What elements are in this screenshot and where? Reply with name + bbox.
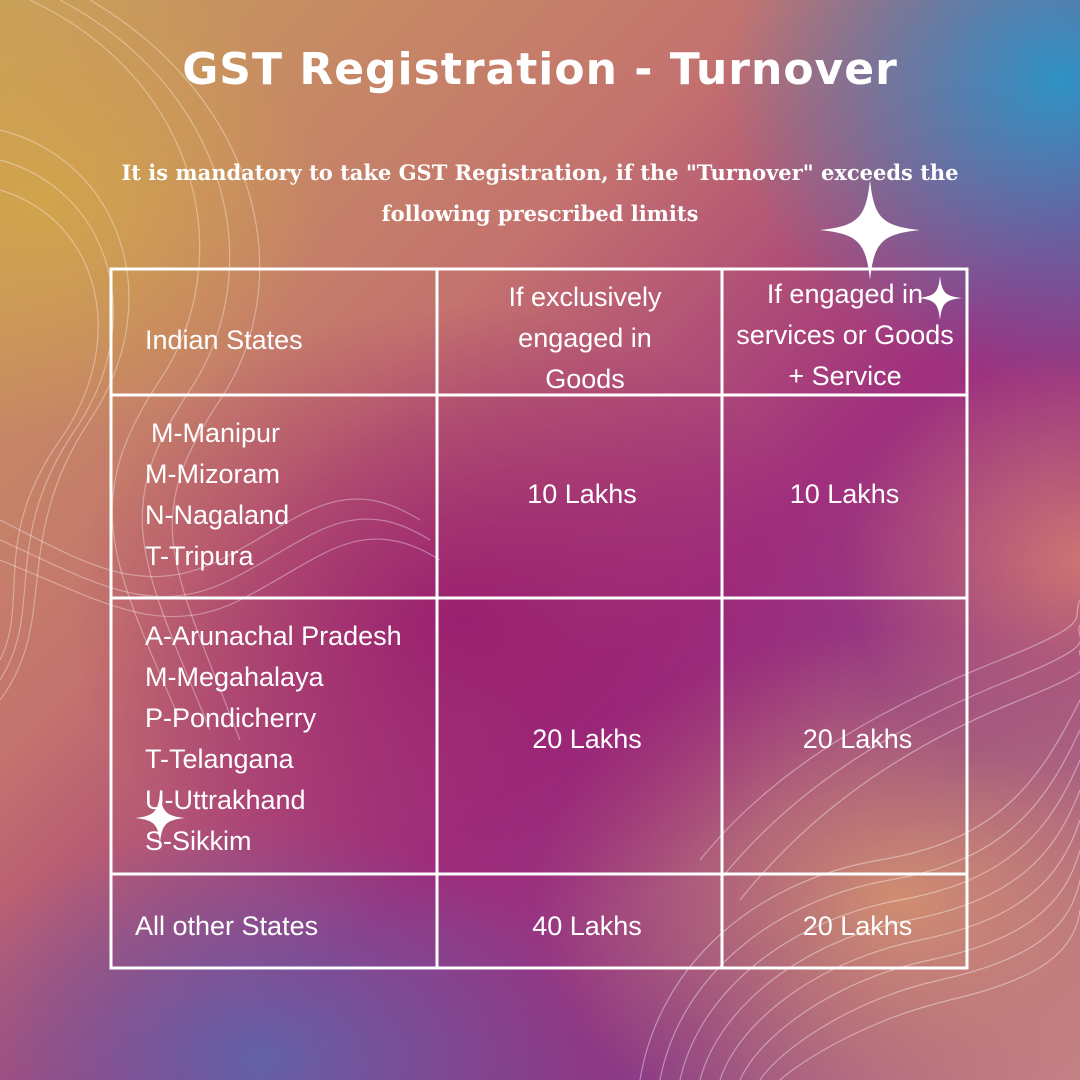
header-line: If exclusively [508, 282, 662, 312]
header-line: + Service [788, 361, 902, 391]
header-indian-states: Indian States [145, 325, 303, 355]
state-name: M-Manipur [151, 418, 281, 448]
sparkle-icon [135, 793, 185, 843]
header-exclusively-goods: If exclusively engaged in Goods [440, 277, 730, 400]
row-2-services-limit: 20 Lakhs [802, 724, 913, 754]
state-name: U-Uttrakhand [145, 785, 306, 815]
header-line: engaged in [518, 323, 652, 353]
sparkle-icon [820, 180, 920, 280]
row-3-states: All other States [135, 911, 319, 941]
page-subtitle: It is mandatory to take GST Registration… [121, 160, 959, 226]
state-name: S-Sikkim [145, 826, 252, 856]
row-2-goods-limit: 20 Lakhs [532, 724, 642, 754]
state-name: A-Arunachal Pradesh [145, 621, 402, 651]
row-2-states: A-Arunachal Pradesh M-Megahalaya P-Pondi… [145, 616, 435, 862]
row-1-services-limit: 10 Lakhs [789, 479, 900, 509]
row-3-goods-limit: 40 Lakhs [532, 911, 642, 941]
state-name: M-Megahalaya [145, 662, 324, 692]
row-3-services-limit: 20 Lakhs [802, 911, 913, 941]
sparkle-icon [918, 276, 962, 320]
page-title: GST Registration - Turnover [182, 44, 898, 95]
state-name: M-Mizoram [145, 459, 280, 489]
header-line: Goods [545, 364, 625, 394]
state-name: N-Nagaland [145, 500, 290, 530]
header-line: services or Goods [736, 320, 954, 350]
header-line: If engaged in [766, 279, 924, 309]
state-name: P-Pondicherry [145, 703, 317, 733]
header-services-or-goods: If engaged in services or Goods + Servic… [724, 274, 966, 397]
row-1-states: M-Manipur M-Mizoram N-Nagaland T-Tripura [145, 413, 435, 577]
state-name: T-Telangana [145, 744, 294, 774]
state-name: T-Tripura [145, 541, 254, 571]
row-1-goods-limit: 10 Lakhs [527, 479, 637, 509]
